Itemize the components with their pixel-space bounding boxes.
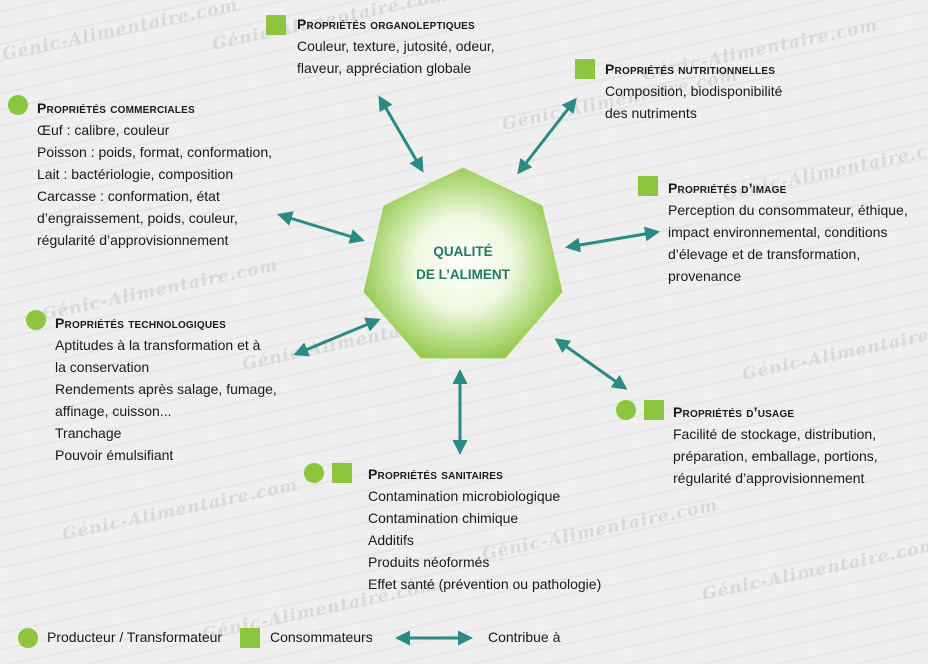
box-line: Rendements après salage, fumage, [55, 381, 277, 397]
box-line: Effet santé (prévention ou pathologie) [368, 576, 602, 592]
box-title: Propriétés commerciales [37, 100, 195, 116]
box-commerciales: Propriétés commerciales Œuf : calibre, c… [37, 97, 272, 251]
arrow-nutritionnelles [517, 97, 577, 175]
box-title: Propriétés d’usage [673, 404, 795, 420]
consumer-square-icon [266, 15, 286, 35]
box-title: Propriétés d’image [668, 180, 787, 196]
box-title: Propriétés sanitaires [368, 466, 504, 482]
producer-circle-icon [304, 463, 324, 483]
legend-consumer-label: Consommateurs [270, 629, 373, 645]
producer-circle-icon [26, 310, 46, 330]
box-line: des nutriments [605, 105, 697, 121]
box-line: Additifs [368, 532, 414, 548]
box-line: d’élevage et de transformation, [668, 246, 861, 262]
box-nutritionnelles: Propriétés nutritionnelles Composition, … [605, 58, 782, 124]
consumer-square-icon [575, 59, 595, 79]
box-line: Œuf : calibre, couleur [37, 122, 170, 138]
consumer-square-icon [638, 176, 658, 196]
box-title: Propriétés technologiques [55, 315, 227, 331]
box-line: Contamination chimique [368, 510, 519, 526]
box-line: Produits néoformés [368, 554, 490, 570]
producer-circle-icon [616, 400, 636, 420]
legend-producer-label: Producteur / Transformateur [47, 629, 223, 645]
box-line: impact environnemental, conditions [668, 224, 888, 240]
box-line: Aptitudes à la transformation et à [55, 337, 261, 353]
box-title: Propriétés nutritionnelles [605, 61, 776, 77]
center-label: QUALITÉ DE L’ALIMENT [383, 240, 543, 286]
box-line: Tranchage [55, 425, 122, 441]
box-line: Couleur, texture, jutosité, odeur, [297, 38, 495, 54]
box-line: Composition, biodisponibilité [605, 83, 783, 99]
center-line-1: QUALITÉ [433, 244, 493, 259]
consumer-square-icon [644, 400, 664, 420]
box-line: Pouvoir émulsifiant [55, 447, 174, 463]
arrow-organoleptiques [378, 95, 424, 173]
arrow-image [565, 226, 660, 253]
box-sanitaires: Propriétés sanitaires Contamination micr… [368, 463, 601, 595]
center-line-2: DE L’ALIMENT [416, 267, 510, 282]
box-title: Propriétés organoleptiques [297, 16, 475, 32]
box-line: Carcasse : conformation, état [37, 188, 220, 204]
box-line: préparation, emballage, portions, [673, 448, 878, 464]
box-usage: Propriétés d’usage Facilité de stockage,… [673, 401, 878, 489]
box-line: Contamination microbiologique [368, 488, 561, 504]
box-organoleptiques: Propriétés organoleptiques Couleur, text… [297, 13, 495, 79]
box-line: flaveur, appréciation globale [297, 60, 472, 76]
center-heptagon [363, 167, 563, 359]
box-line: affinage, cuisson... [55, 403, 172, 419]
producer-circle-icon [8, 95, 28, 115]
box-line: Facilité de stockage, distribution, [673, 426, 877, 442]
box-line: provenance [668, 268, 742, 284]
box-technologiques: Propriétés technologiques Aptitudes à la… [55, 312, 277, 466]
consumer-square-icon [332, 463, 352, 483]
box-line: régularité d’approvisionnement [37, 232, 229, 248]
legend-producer-circle-icon [18, 628, 38, 648]
box-line: régularité d’approvisionnement [673, 470, 865, 486]
box-line: Poisson : poids, format, conformation, [37, 144, 272, 160]
box-line: la conservation [55, 359, 150, 375]
box-image: Propriétés d’image Perception du consomm… [668, 177, 908, 287]
box-line: Perception du consommateur, éthique, [668, 202, 908, 218]
legend-contributes-label: Contribue à [488, 629, 561, 645]
arrow-technologiques [293, 317, 381, 357]
arrow-usage [554, 338, 628, 390]
legend-consumer-square-icon [240, 628, 260, 648]
arrow-commerciales [277, 211, 365, 244]
box-line: d’engraissement, poids, couleur, [37, 210, 238, 226]
box-line: Lait : bactériologie, composition [37, 166, 234, 182]
